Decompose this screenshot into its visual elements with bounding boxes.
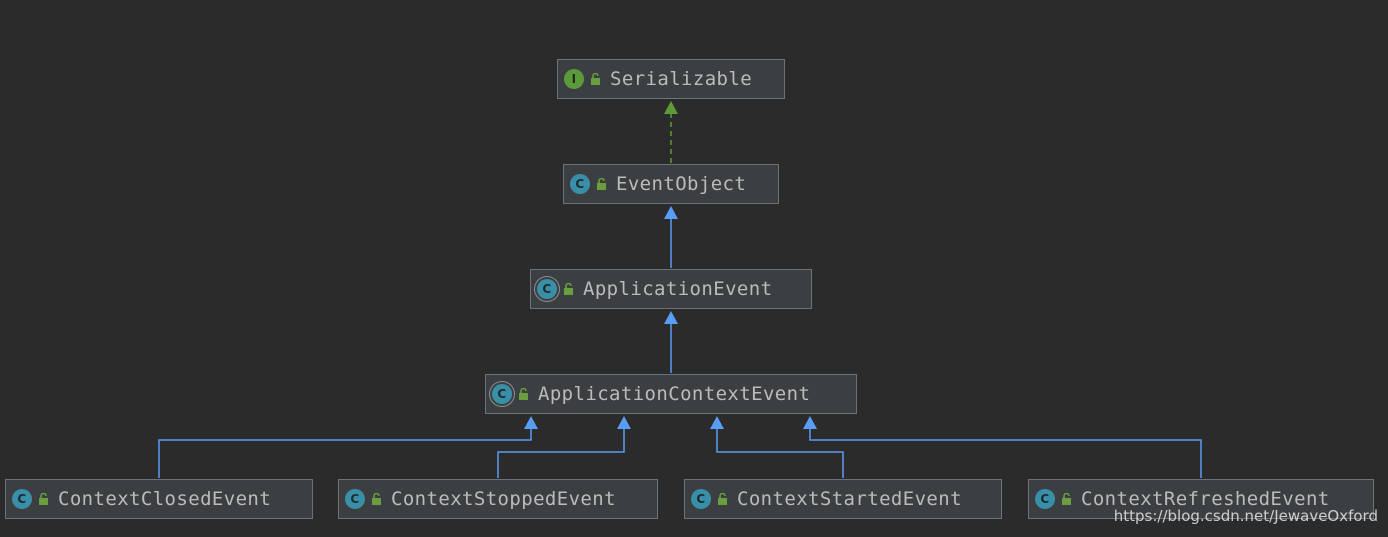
node-eventobject[interactable]: C EventObject (563, 164, 779, 204)
lock-icon (596, 178, 608, 190)
node-serializable[interactable]: I Serializable (557, 59, 785, 99)
arrowhead-started (710, 416, 724, 429)
node-label: ContextStoppedEvent (391, 488, 616, 510)
lock-icon (518, 388, 530, 400)
arrowhead-stopped (617, 416, 631, 429)
node-applicationcontextevent[interactable]: C ApplicationContextEvent (485, 374, 857, 414)
edge-contextclosedevent (158, 427, 532, 478)
lock-icon (563, 283, 575, 295)
edge-contextstoppedevent (497, 427, 625, 478)
class-icon: C (691, 489, 711, 509)
node-label: Serializable (610, 68, 753, 90)
class-icon: C (12, 489, 32, 509)
node-label: EventObject (616, 173, 747, 195)
edge-contextrefreshedevent (809, 427, 1202, 478)
edge-contextstartedevent (716, 427, 844, 478)
lock-icon (38, 493, 50, 505)
watermark: https://blog.csdn.net/JewaveOxford (1113, 507, 1378, 525)
node-contextstoppedevent[interactable]: C ContextStoppedEvent (338, 479, 658, 519)
class-icon: C (570, 174, 590, 194)
node-label: ContextClosedEvent (58, 488, 272, 510)
node-label: ContextRefreshedEvent (1081, 488, 1330, 510)
node-label: ApplicationEvent (583, 278, 773, 300)
arrowhead-applicationevent (664, 311, 678, 324)
node-label: ApplicationContextEvent (538, 383, 811, 405)
lock-icon (371, 493, 383, 505)
arrowhead-closed (524, 416, 538, 429)
abstract-class-icon: C (492, 384, 512, 404)
lock-icon (590, 73, 602, 85)
node-applicationevent[interactable]: C ApplicationEvent (530, 269, 812, 309)
interface-icon: I (564, 69, 584, 89)
class-icon: C (1035, 489, 1055, 509)
arrowhead-refreshed (803, 416, 817, 429)
node-contextclosedevent[interactable]: C ContextClosedEvent (5, 479, 313, 519)
abstract-class-icon: C (537, 279, 557, 299)
node-contextrefreshedevent[interactable]: C ContextRefreshedEvent (1028, 479, 1374, 519)
arrowhead-serializable (664, 101, 678, 114)
lock-icon (1061, 493, 1073, 505)
node-contextstartedevent[interactable]: C ContextStartedEvent (684, 479, 1002, 519)
class-icon: C (345, 489, 365, 509)
arrowhead-eventobject (664, 206, 678, 219)
lock-icon (717, 493, 729, 505)
node-label: ContextStartedEvent (737, 488, 962, 510)
